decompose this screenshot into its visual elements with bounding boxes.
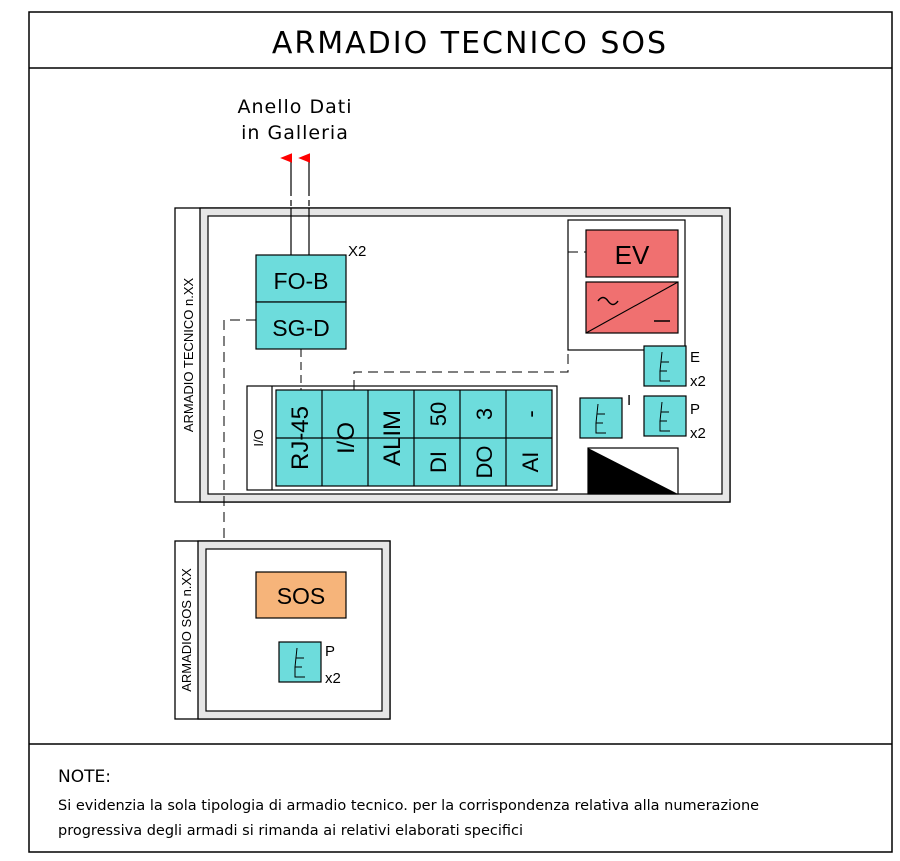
ac-symbol-icon [597,296,619,306]
sensor-i-icon [579,397,623,439]
ev-module [585,229,679,278]
sensor-p-icon [643,395,687,437]
sensor-p-letter: P [690,401,700,418]
data-ring-label-line2: in Galleria [241,122,349,144]
slot-do-value: 3 [472,408,497,420]
data-ring-label-line1: Anello Dati [238,96,353,118]
outer-frame [28,11,893,853]
slot-rj45-label: RJ-45 [287,406,314,470]
slot-alim-label: ALIM [379,410,406,466]
slot-ai-label: AI [518,452,543,473]
io-module-side-label: I/O [251,429,266,446]
cabinet-sos-label: ARMADIO SOS n.XX [179,568,194,692]
sensor-e-count: x2 [690,373,706,390]
notes-heading: NOTE: [58,767,111,787]
sos-label: SOS [277,583,326,609]
sos-sensor-p-count: x2 [325,670,341,687]
notes-line1: Si evidenzia la sola tipologia di armadi… [58,798,759,814]
slot-ai-value: - [518,410,543,417]
slot-io-label: I/O [333,422,360,454]
slot-di-label: DI [426,451,451,473]
sensor-i-letter: I [627,392,631,409]
sos-sensor-p-icon [278,641,322,683]
slot-di-value: 50 [426,402,451,426]
fo-b-label: FO-B [274,268,329,294]
ev-label: EV [615,240,650,270]
power-block-fill [588,448,678,494]
converter-diagonal [585,281,679,334]
io-to-ev-link [353,251,586,390]
notes-line2: progressiva degli armadi si rimanda ai r… [58,823,523,839]
sos-sensor-p-letter: P [325,643,335,660]
page-title: ARMADIO TECNICO SOS [272,26,668,61]
sensor-e-letter: E [690,349,700,366]
fo-b-multiplier: X2 [348,243,366,260]
cabinet-tecnico-label: ARMADIO TECNICO n.XX [181,277,196,432]
sos-module [255,571,347,619]
sg-d-label: SG-D [272,315,330,341]
sensor-e-icon [643,345,687,387]
sensor-p-count: x2 [690,425,706,442]
slot-do-label: DO [472,446,497,479]
